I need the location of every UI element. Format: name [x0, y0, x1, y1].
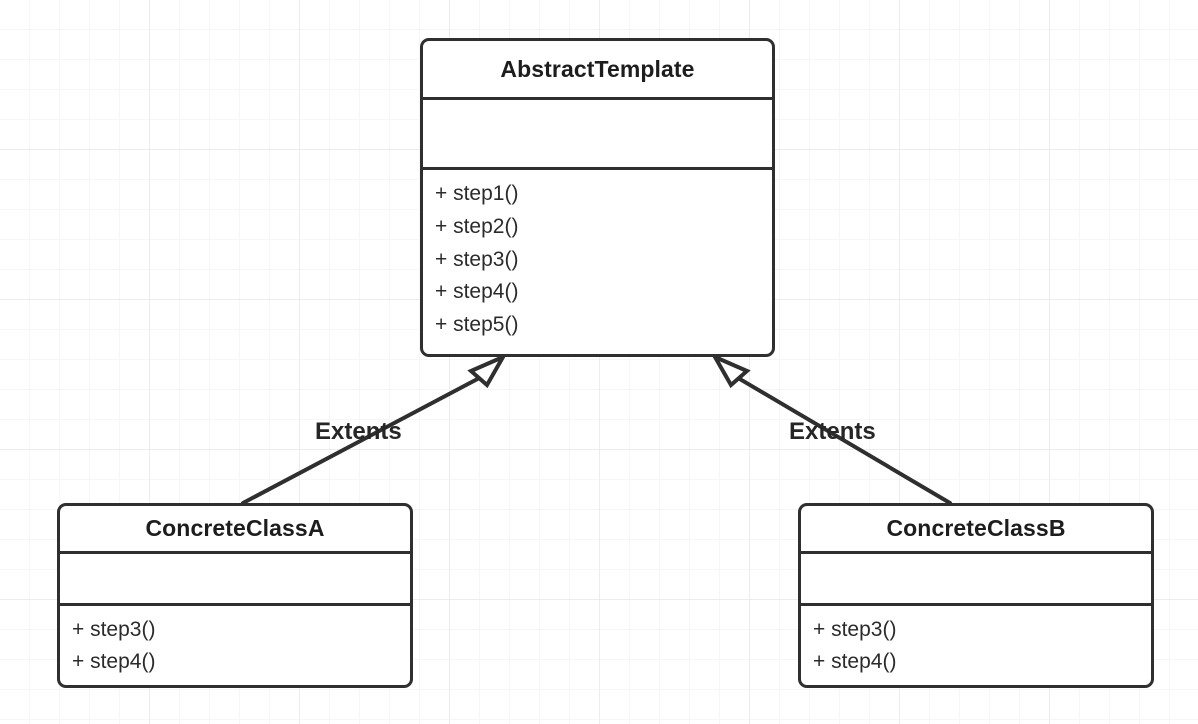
class-box-concrete-class-b[interactable]: ConcreteClassB + step3() + step4()	[798, 503, 1154, 688]
inheritance-line-a	[241, 373, 487, 505]
class-operations-abstract-template: + step1() + step2() + step3() + step4() …	[423, 170, 772, 354]
hollow-triangle-arrowhead-b	[710, 352, 751, 389]
hollow-triangle-arrowhead-a	[467, 352, 508, 389]
class-operations-concrete-class-b: + step3() + step4()	[801, 606, 1151, 686]
inheritance-edge-b[interactable]	[710, 352, 952, 505]
class-attributes-concrete-class-b	[801, 554, 1151, 606]
inheritance-edge-a[interactable]	[241, 352, 508, 505]
edge-label-extents-a: Extents	[315, 418, 402, 445]
operation-row: + step3()	[435, 247, 519, 271]
operation-row: + step4()	[72, 650, 156, 674]
operation-row: + step2()	[435, 214, 519, 238]
operation-row: + step3()	[72, 617, 156, 641]
operation-row: + step5()	[435, 313, 519, 336]
class-title-abstract-template: AbstractTemplate	[423, 41, 772, 100]
class-box-abstract-template[interactable]: AbstractTemplate + step1() + step2() + s…	[420, 38, 775, 357]
class-operations-concrete-class-a: + step3() + step4()	[60, 606, 410, 686]
edge-label-extents-b: Extents	[789, 418, 876, 445]
class-attributes-concrete-class-a	[60, 554, 410, 606]
operation-row: + step3()	[813, 617, 897, 641]
class-title-concrete-class-a: ConcreteClassA	[60, 506, 410, 555]
class-box-concrete-class-a[interactable]: ConcreteClassA + step3() + step4()	[57, 503, 413, 688]
class-attributes-abstract-template	[423, 100, 772, 170]
operation-row: + step1()	[435, 182, 519, 205]
operation-row: + step4()	[435, 280, 519, 304]
inheritance-line-b	[731, 373, 952, 505]
operation-row: + step4()	[813, 650, 897, 674]
class-title-concrete-class-b: ConcreteClassB	[801, 506, 1151, 555]
